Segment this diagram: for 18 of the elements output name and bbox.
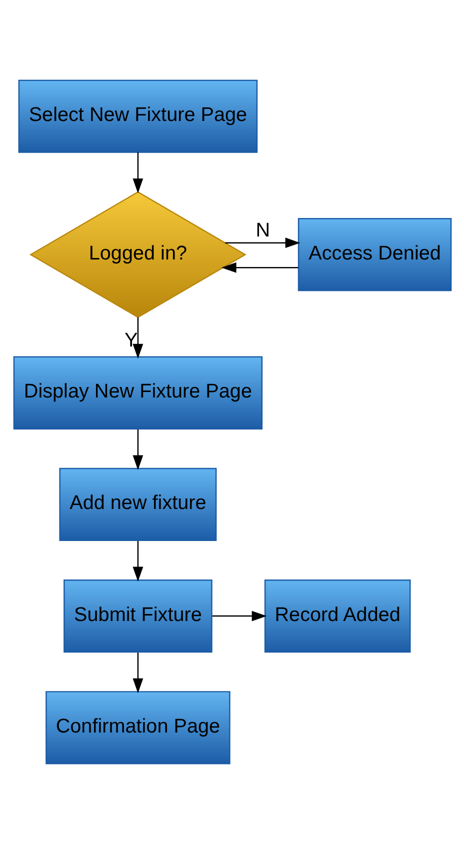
node-box: Record Added xyxy=(264,578,410,652)
node-box: Access Denied xyxy=(297,218,452,291)
arrow xyxy=(224,237,300,248)
edge-label: N xyxy=(255,218,270,241)
arrow xyxy=(220,262,298,272)
arrow xyxy=(132,316,143,358)
arrow xyxy=(132,540,143,582)
arrow xyxy=(132,152,143,193)
arrow xyxy=(132,428,143,470)
node-box: Confirmation Page xyxy=(45,690,230,764)
node-diamond: Logged in? xyxy=(28,190,246,318)
node-box: Display New Fixture Page xyxy=(12,356,262,429)
node-box: Add new fixture xyxy=(58,467,216,541)
edge-label: Y xyxy=(124,329,138,352)
arrow xyxy=(212,610,266,621)
node-box: Submit Fixture xyxy=(63,578,212,652)
node-box: Select New Fixture Page xyxy=(18,79,258,152)
arrow xyxy=(132,652,143,693)
